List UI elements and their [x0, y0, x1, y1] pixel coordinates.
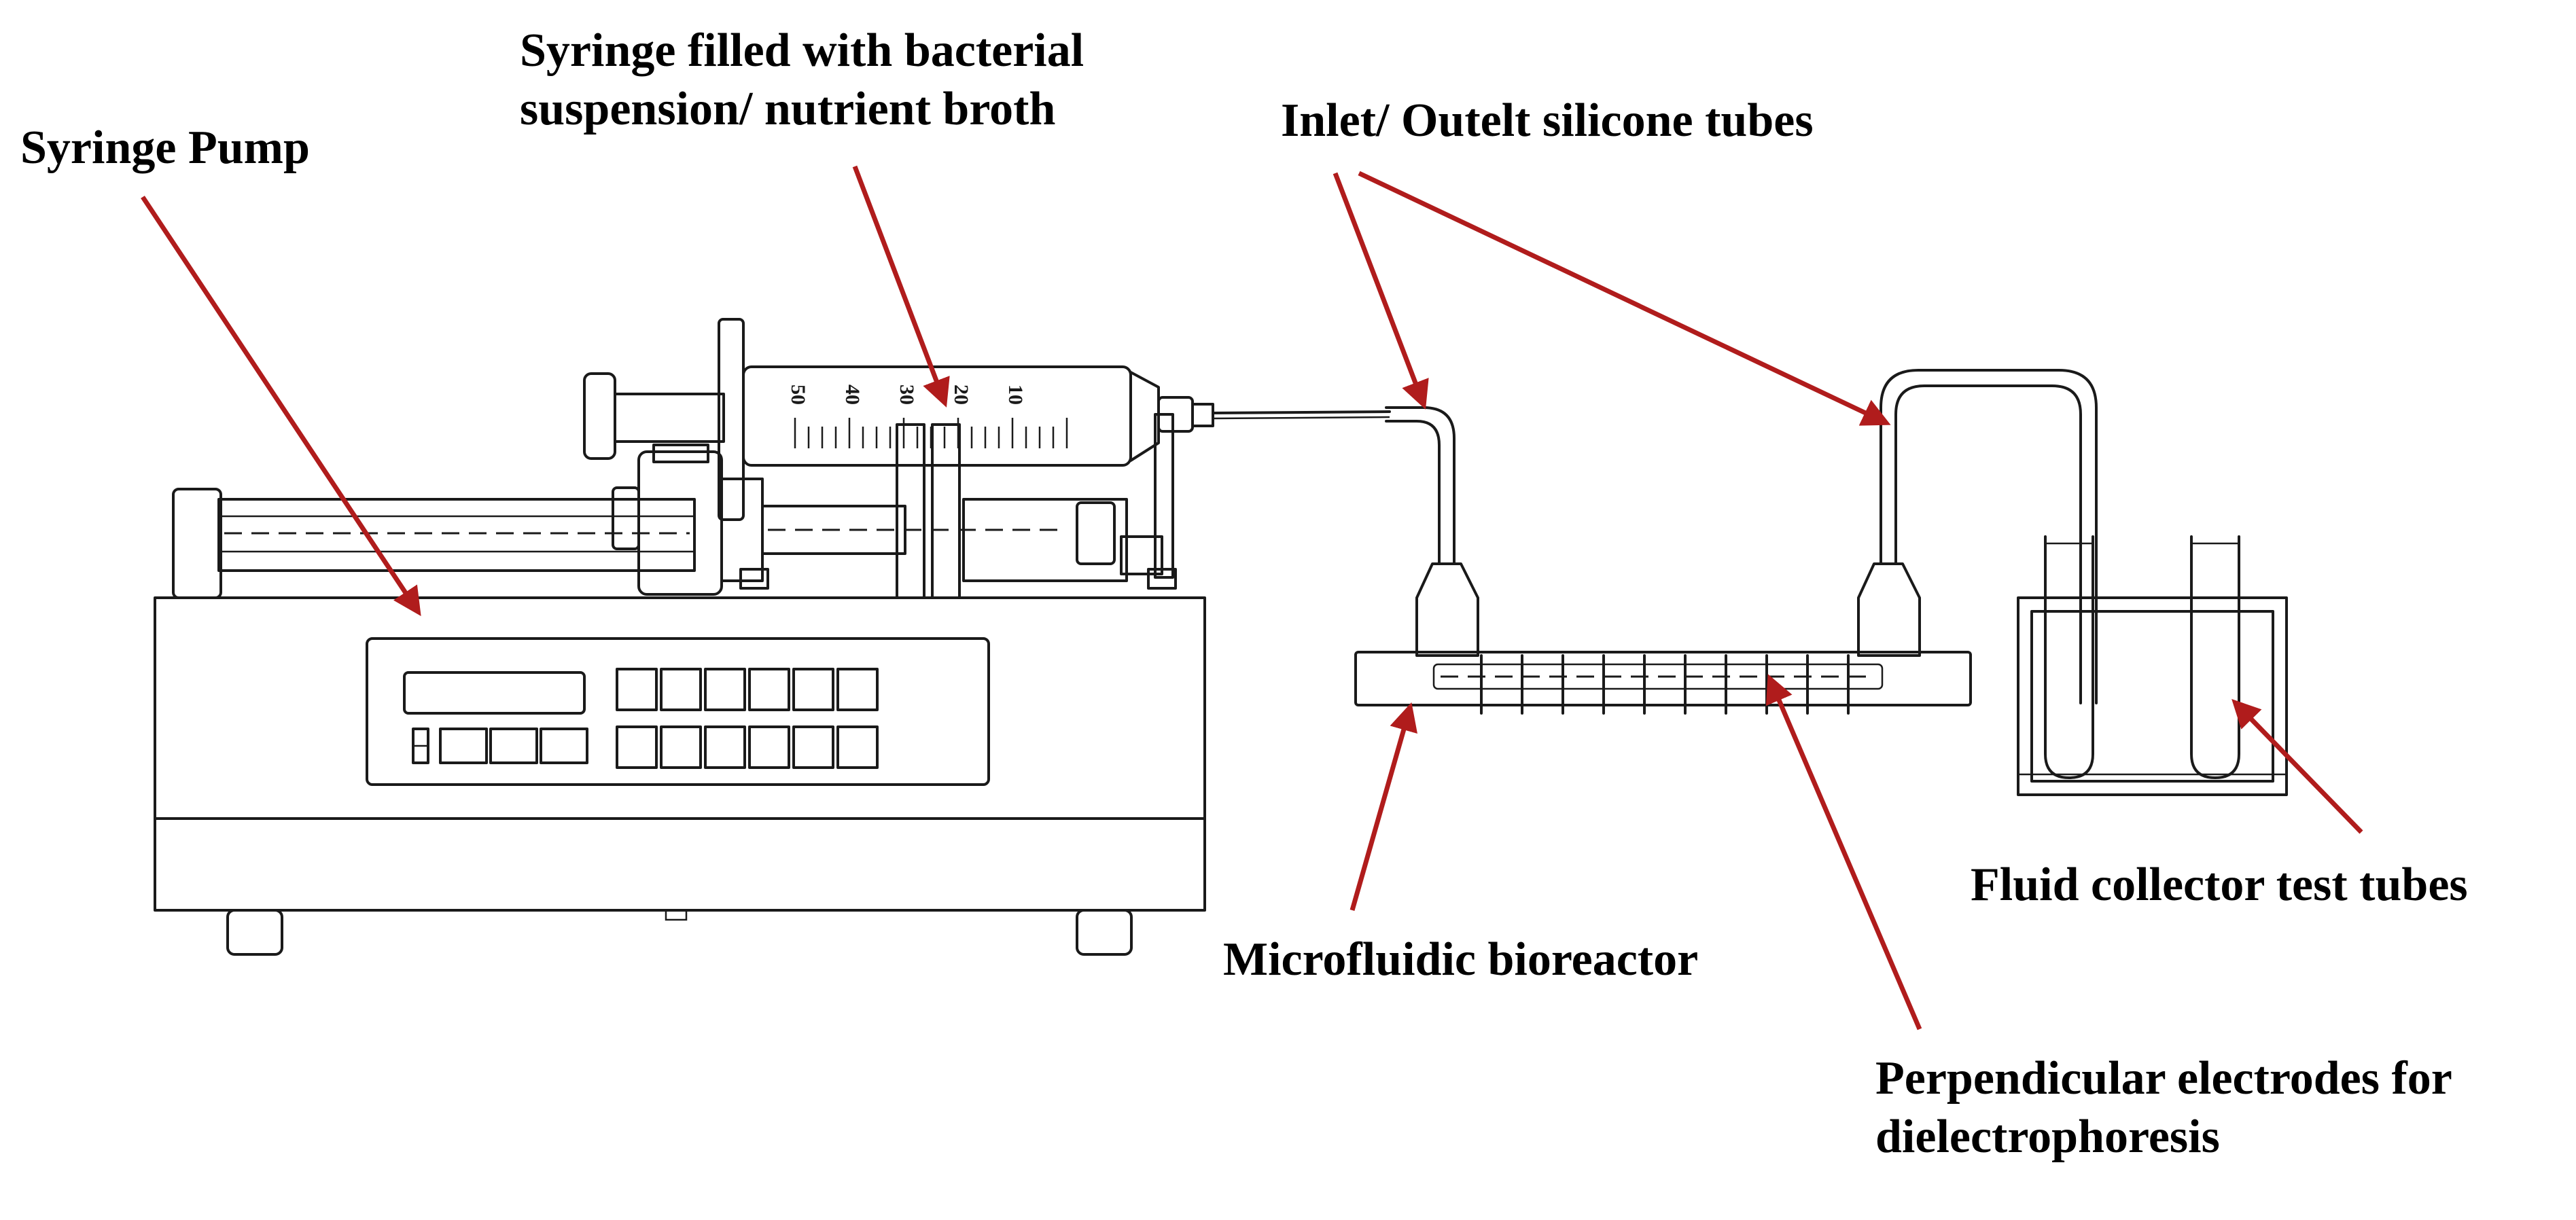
display-screen	[403, 671, 586, 715]
arrow-syringe-pump	[141, 196, 421, 616]
syringe-pump	[154, 413, 1206, 956]
keypad-top-row	[616, 668, 879, 711]
callout-arrows	[141, 165, 2363, 1030]
label-electrodes-line1: Perpendicular electrodes for	[1875, 1052, 2452, 1105]
outlet-tube	[1857, 369, 2098, 704]
label-electrodes-line2: dielectrophoresis	[1875, 1111, 2220, 1163]
syringe: 50 40 30 20 10	[583, 318, 1391, 521]
test-tube-1	[2044, 535, 2094, 779]
microfluidic-bioreactor	[1354, 651, 1972, 715]
arrow-electrodes	[1765, 674, 1922, 1030]
syringe-scale-10: 10	[1004, 384, 1027, 405]
label-inlet-outlet-tubes: Inlet/ Outelt silicone tubes	[1281, 94, 1814, 147]
syringe-scale-50: 50	[787, 384, 809, 405]
arrow-test-tubes	[2231, 698, 2363, 834]
syringe-graduations	[794, 418, 1068, 448]
arrow-bioreactor	[1349, 702, 1417, 911]
label-syringe-line2: suspension/ nutrient broth	[520, 83, 1056, 135]
label-syringe: Syringe filled with bacterial suspension…	[520, 22, 1084, 139]
keypad-bottom-row	[616, 725, 879, 769]
test-tube-2	[2190, 535, 2240, 779]
test-tube-rack	[2017, 535, 2288, 796]
label-syringe-pump: Syringe Pump	[20, 122, 310, 174]
syringe-scale-40: 40	[841, 384, 864, 405]
label-fluid-collector: Fluid collector test tubes	[1971, 859, 2468, 911]
arrow-outlet-tube	[1358, 171, 1891, 426]
syringe-scale-20: 20	[950, 384, 972, 405]
control-panel	[366, 637, 990, 786]
label-electrodes: Perpendicular electrodes for dielectroph…	[1875, 1049, 2452, 1166]
inlet-tube	[1385, 406, 1479, 657]
syringe-scale-30: 30	[896, 384, 918, 405]
arrow-syringe	[852, 165, 950, 408]
label-microfluidic-bioreactor: Microfluidic bioreactor	[1223, 933, 1699, 986]
label-syringe-line1: Syringe filled with bacterial	[520, 24, 1084, 77]
arrow-inlet-tube	[1333, 172, 1429, 410]
